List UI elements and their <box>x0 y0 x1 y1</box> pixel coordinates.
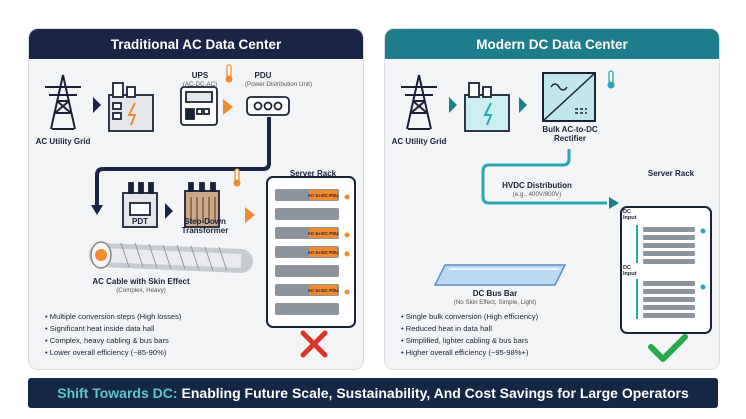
hvdc-label: HVDC Distribution <box>502 181 572 190</box>
flow-chevron-icon <box>449 97 457 113</box>
thermometer-icon <box>225 64 233 83</box>
pdt-icon <box>122 182 158 228</box>
dc-panel-title: Modern DC Data Center <box>385 29 719 59</box>
pdu-sub: (Power Distribution Unit) <box>245 81 313 88</box>
list-item: Reduced heat in data hall <box>401 323 538 335</box>
psu-label: AC-to-DC PSU <box>308 193 339 198</box>
dc-bullet-list: Single bulk conversion (High efficiency)… <box>401 311 538 359</box>
server-slot <box>643 227 695 318</box>
pdu-icon <box>246 96 290 116</box>
transformer-label: Step-Down Transformer <box>181 217 229 236</box>
list-item: Lower overall efficiency (~85-90%) <box>45 347 181 359</box>
psu-label: AC-to-DC PSU <box>308 231 339 236</box>
ac-diagram: AC-to-DC PSU AC-to-DC PSU AC-to-DC PSU AC-t… <box>45 64 356 358</box>
dc-rack-label: Server Rack <box>647 169 695 178</box>
rectifier-icon <box>542 72 596 122</box>
flow-chevron-icon <box>519 97 527 113</box>
list-item: Simplified, lighter cabling & bus bars <box>401 335 538 347</box>
pdu-label: PDU <box>254 71 272 80</box>
pdt-label: PDT <box>132 217 148 226</box>
footer-banner: Shift Towards DC: Enabling Future Scale,… <box>28 378 718 408</box>
dc-panel: Modern DC Data Center <box>384 28 720 370</box>
ups-label: UPS <box>191 71 209 80</box>
ac-server-rack-icon: AC-to-DC PSU AC-to-DC PSU AC-to-DC PSU AC-t… <box>266 176 356 328</box>
dc-input-label: DC Input <box>623 265 637 277</box>
dc-diagram <box>401 70 712 362</box>
ac-panel-title: Traditional AC Data Center <box>29 29 363 59</box>
ac-panel: Traditional AC Data Center <box>28 28 364 370</box>
ac-bullet-list: Multiple conversion steps (High losses) … <box>45 311 182 359</box>
psu-label: AC-to-DC PSU <box>308 288 339 293</box>
dc-bus-bar-icon <box>433 264 567 286</box>
ac-rack-label: Server Rack <box>289 169 337 178</box>
rectifier-label: Bulk AC-to-DC Rectifier <box>542 125 598 144</box>
thermometer-icon <box>344 194 350 295</box>
hvdc-flow-line <box>481 149 607 205</box>
flow-chevron-icon <box>93 97 101 113</box>
ups-icon <box>180 86 218 126</box>
list-item: Multiple conversion steps (High losses) <box>45 311 182 323</box>
flow-chevron-icon <box>223 99 233 115</box>
transmission-tower-icon <box>45 74 81 130</box>
flow-chevron-icon <box>245 207 255 223</box>
ups-sub: (AC-DC-AC) <box>182 81 218 88</box>
ac-cable-icon <box>89 241 253 273</box>
busbar-sub: (No Skin Effect, Simple, Light) <box>453 299 537 306</box>
list-item: Single bulk conversion (High efficiency) <box>401 311 538 323</box>
red-x-icon <box>300 330 328 358</box>
thermometer-icon <box>607 70 615 89</box>
cable-sub: (Complex, Heavy) <box>116 287 166 294</box>
transformer-icon <box>184 182 220 228</box>
flow-chevron-icon <box>165 203 173 219</box>
green-check-icon <box>648 334 688 362</box>
psu-label: AC-to-DC PSU <box>308 250 339 255</box>
power-plant-icon <box>108 82 154 132</box>
cable-label: AC Cable with Skin Effect <box>92 277 190 286</box>
ac-grid-label: AC Utility Grid <box>35 137 91 146</box>
list-item: Significant heat inside data hall <box>45 323 181 335</box>
footer-text: Enabling Future Scale, Sustainability, A… <box>181 385 689 401</box>
flow-chevron-icon <box>609 197 619 209</box>
dc-input-label: DC Input <box>623 209 637 221</box>
footer-highlight: Shift Towards DC: <box>57 385 178 401</box>
ac-flow-line <box>95 117 271 209</box>
power-plant-icon <box>464 82 510 132</box>
dc-server-rack-icon <box>620 206 712 334</box>
list-item: Higher overall efficiency (~95-98%+) <box>401 347 538 359</box>
transmission-tower-icon <box>401 74 437 130</box>
flow-chevron-icon <box>91 205 103 215</box>
list-item: Complex, heavy cabling & bus bars <box>45 335 181 347</box>
thermometer-icon <box>233 168 241 187</box>
thermometer-icon <box>700 228 706 290</box>
busbar-label: DC Bus Bar <box>472 289 518 298</box>
hvdc-sub: (e.g., 400V/800V) <box>512 191 562 198</box>
dc-grid-label: AC Utility Grid <box>391 137 447 146</box>
